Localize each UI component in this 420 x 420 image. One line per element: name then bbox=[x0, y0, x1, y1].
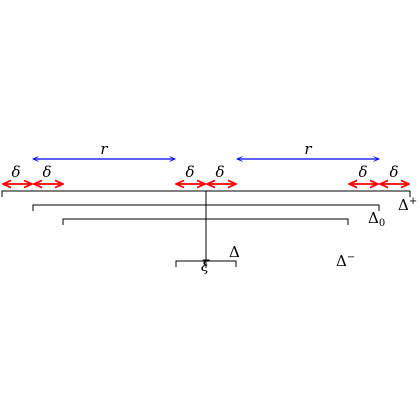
delta-label-4: δ bbox=[215, 163, 224, 181]
delta-label: Δ bbox=[229, 243, 240, 261]
delta-plus-sup: + bbox=[409, 196, 417, 207]
r-label-right: r bbox=[304, 140, 312, 158]
delta-zero-base: Δ bbox=[368, 209, 379, 227]
delta-minus-sup: − bbox=[347, 252, 355, 263]
delta-plus-label: Δ+ bbox=[398, 196, 417, 214]
delta-label-5: δ bbox=[358, 163, 367, 181]
delta-label-6: δ bbox=[389, 163, 398, 181]
delta-minus-label: Δ− bbox=[336, 252, 355, 270]
delta-plus-base: Δ bbox=[398, 196, 409, 214]
delta-label-1: δ bbox=[11, 163, 20, 181]
xi-label: ξ bbox=[201, 257, 210, 275]
delta-zero-sub: 0 bbox=[379, 218, 385, 229]
delta-minus-base: Δ bbox=[336, 252, 347, 270]
delta-label-3: δ bbox=[185, 163, 194, 181]
r-label-left: r bbox=[100, 140, 108, 158]
delta-zero-label: Δ0 bbox=[368, 209, 385, 229]
delta-label-2: δ bbox=[42, 163, 51, 181]
